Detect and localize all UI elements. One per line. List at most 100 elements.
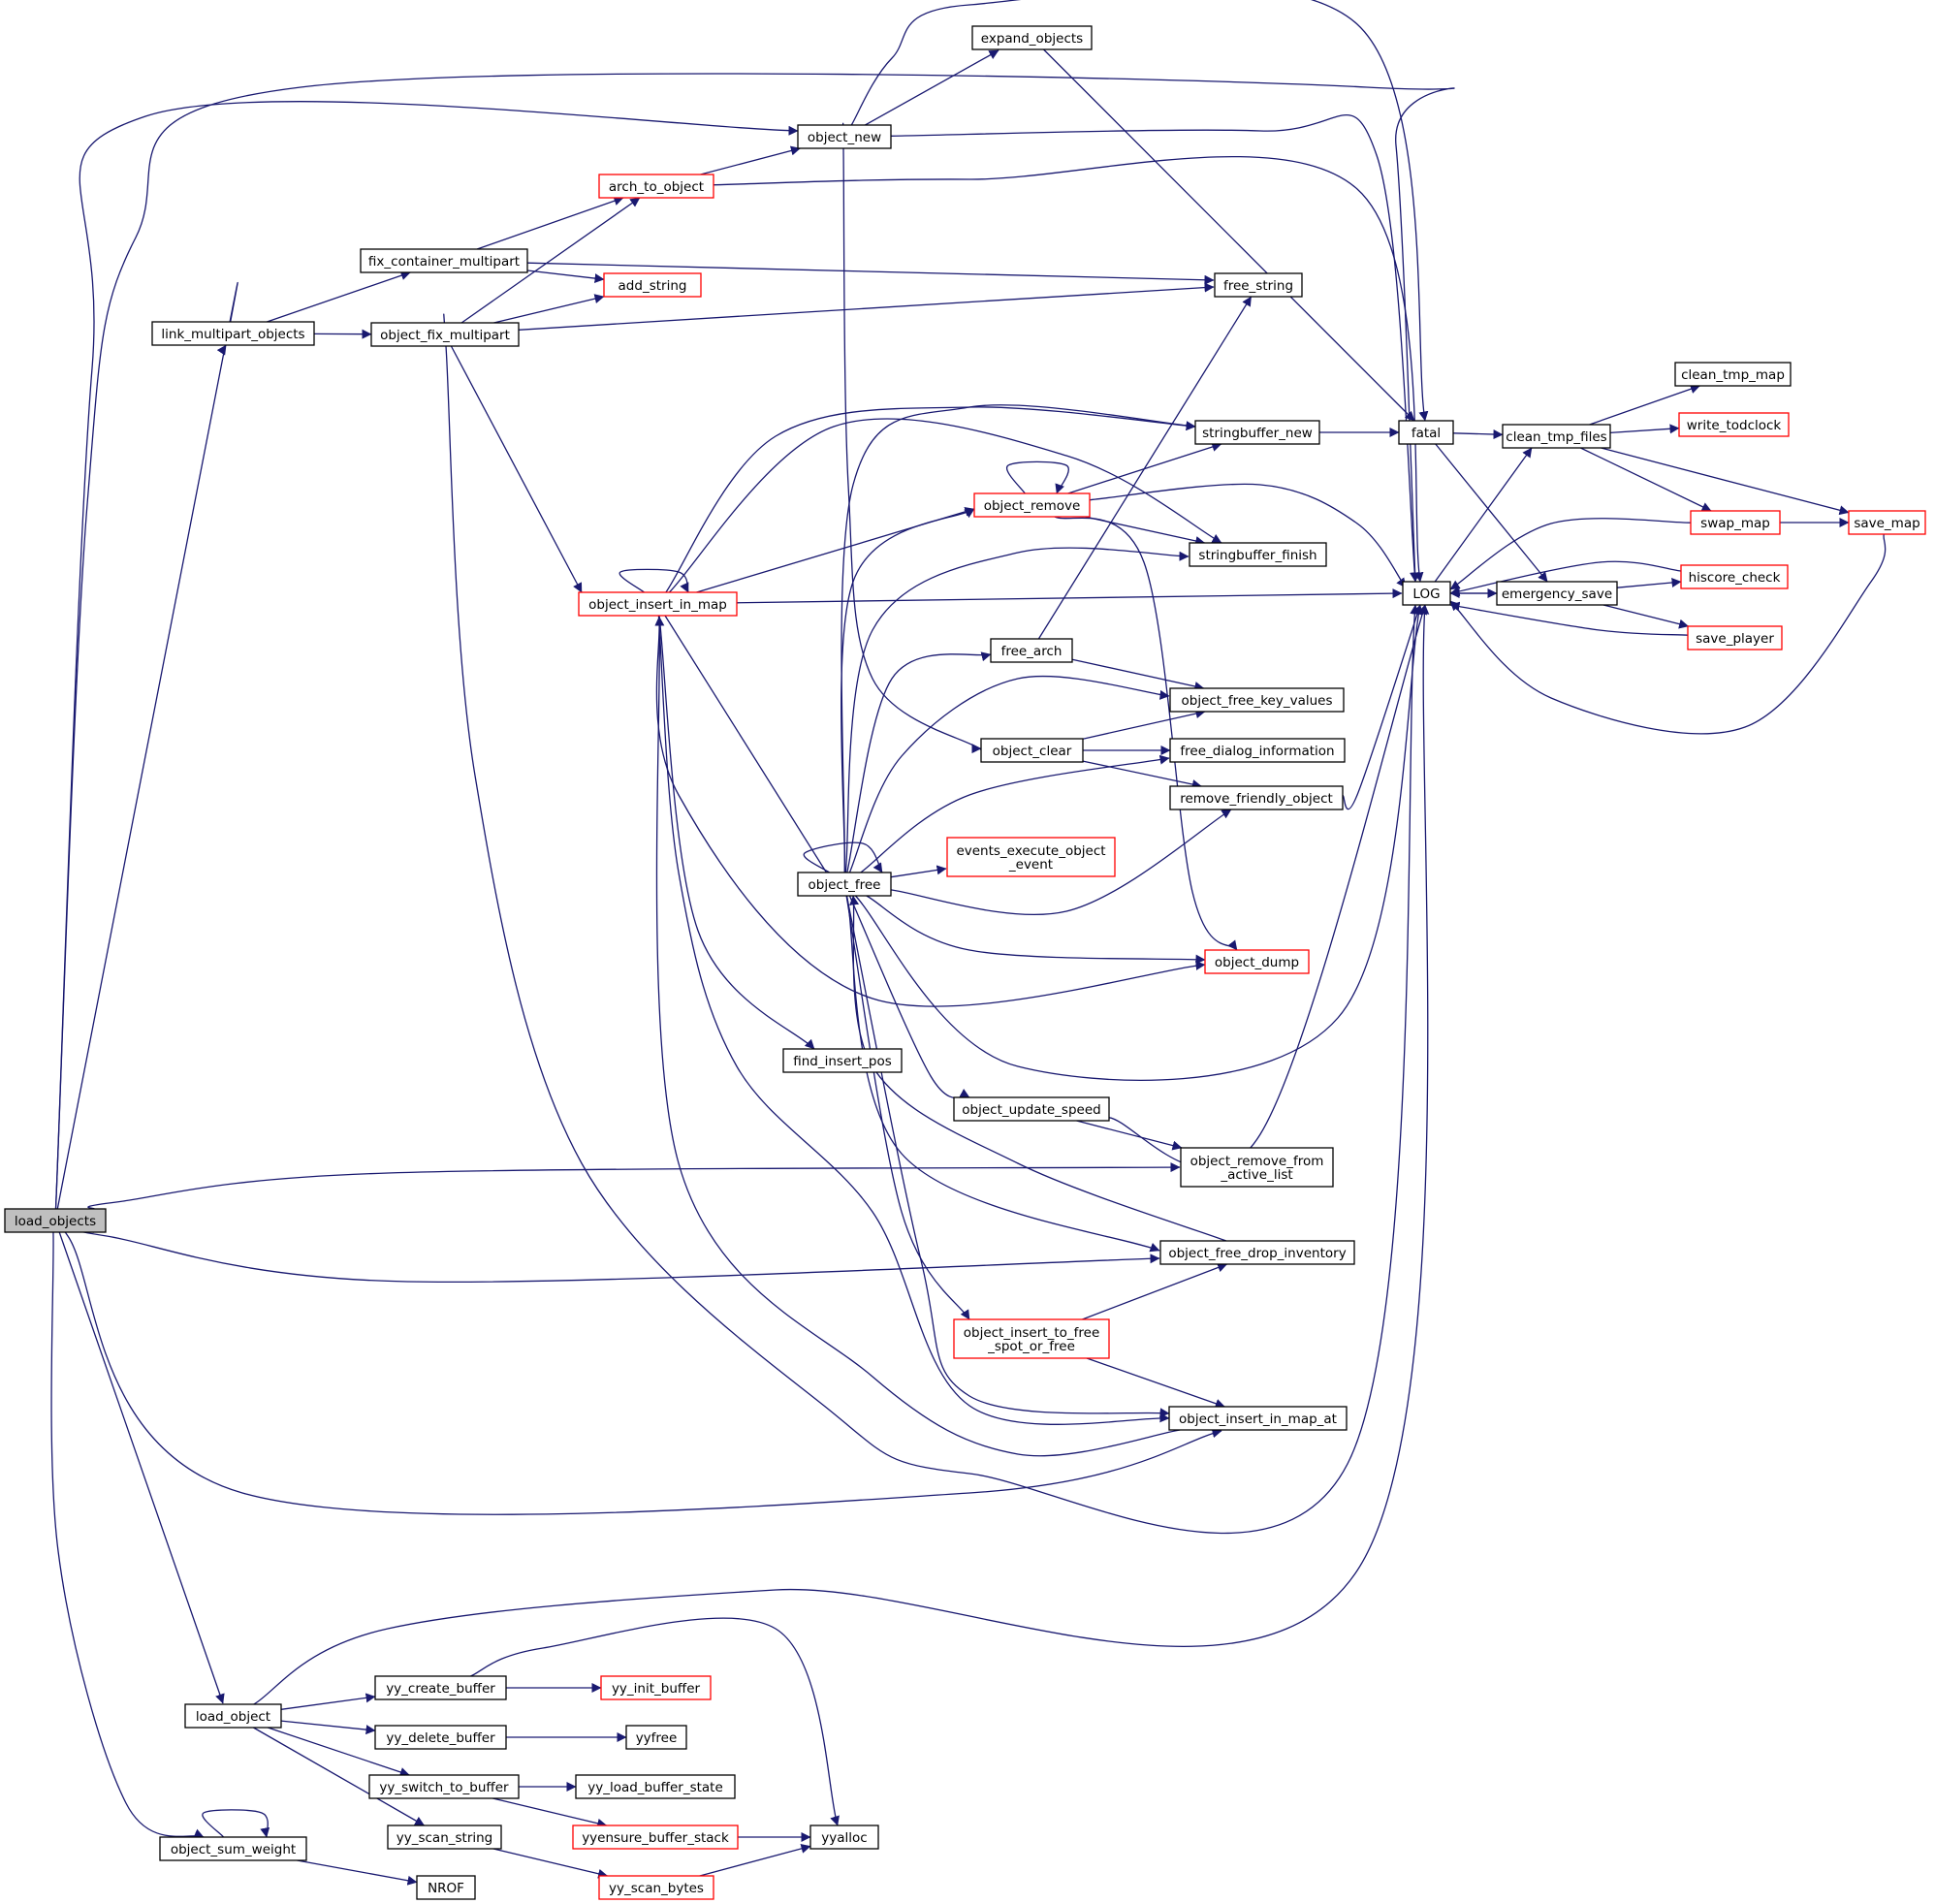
node-box: [797, 872, 892, 897]
edge-yy-create-buffer-to-yyalloc: [470, 1617, 840, 1826]
node-load-objects: load_objects: [4, 1208, 107, 1233]
edge-load-objects-to-LOG: [54, 73, 1455, 1210]
edge-object-free-to-remove-friendly-object: [890, 809, 1232, 915]
edge-object-free-to-object-remove: [841, 508, 975, 873]
node-box: [368, 1774, 520, 1799]
edge-object-free-to-object-free: [803, 841, 883, 873]
edge-object-new-to-object-clear: [841, 122, 989, 754]
edge-fatal-to-clean-tmp-files: [1452, 429, 1504, 440]
edge-load-objects-to-object-insert-in-map-at: [53, 1215, 1222, 1515]
edge-object-free-to-LOG: [854, 604, 1424, 1081]
node-object-remove-from-active-list: object_remove_from_active_list: [1180, 1147, 1334, 1188]
node-box: [603, 272, 702, 298]
node-box: [1204, 949, 1310, 974]
edge-object-update-speed-to-LOG: [1108, 604, 1427, 1170]
node-hiscore-check: hiscore_check: [1680, 564, 1789, 589]
edge-object-remove-to-object-remove: [1005, 460, 1069, 494]
edge-load-objects-to-link-multipart-objects: [56, 281, 238, 1210]
node-label: _spot_or_free: [987, 1339, 1075, 1354]
node-remove-friendly-object: remove_friendly_object: [1169, 785, 1344, 810]
edge-object-insert-in-map-to-object-insert-in-map: [619, 568, 689, 593]
edge-object-sum-weight-to-NROF: [297, 1859, 418, 1886]
edge-object-insert-in-map-to-object-dump: [655, 615, 1206, 1007]
node-box: [151, 321, 315, 346]
edge-object-sum-weight-to-object-sum-weight: [202, 1809, 270, 1838]
edge-object-update-speed-to-object-remove-from-active-list: [1076, 1120, 1183, 1151]
edge-object-free-to-object-insert-in-map-at: [845, 895, 1170, 1418]
edge-object-fix-multipart-to-arch-to-object: [460, 197, 641, 324]
node-object-fix-multipart: object_fix_multipart: [370, 322, 520, 347]
edge-object-new-to-fatal: [850, 0, 1429, 422]
edge-save-map-to-LOG: [1449, 533, 1887, 735]
node-find-insert-pos: find_insert_pos: [782, 1048, 903, 1073]
edge-fix-container-multipart-to-arch-to-object: [476, 196, 624, 250]
node-box: [946, 837, 1116, 877]
node-label: object_insert_in_map: [588, 597, 727, 613]
edge-load-object-to-yy-delete-buffer: [280, 1720, 376, 1735]
edge-object-insert-to-free-spot-or-free-to-object-insert-in-map-at: [1086, 1357, 1225, 1409]
edge-load-objects-to-object-sum-weight: [50, 1211, 205, 1838]
edge-yy-switch-to-buffer-to-yyensure-buffer-stack: [492, 1797, 608, 1828]
node-object-insert-in-map-at: object_insert_in_map_at: [1168, 1406, 1348, 1431]
node-label: hiscore_check: [1689, 570, 1781, 586]
edge-load-object-to-LOG: [253, 604, 1430, 1705]
nodes-layer: load_objectslink_multipart_objectsfix_co…: [4, 25, 1926, 1900]
node-write-todclock: write_todclock: [1678, 412, 1790, 437]
edge-fix-container-multipart-to-add-string: [526, 270, 605, 284]
node-label: yyensure_buffer_stack: [582, 1830, 729, 1846]
node-box: [159, 1836, 307, 1861]
node-yy-switch-to-buffer: yy_switch_to_buffer: [368, 1774, 520, 1799]
node-label: yy_create_buffer: [386, 1681, 495, 1697]
node-fix-container-multipart: fix_container_multipart: [360, 248, 528, 273]
node-box: [1690, 510, 1781, 535]
node-label: emergency_save: [1502, 587, 1612, 602]
node-arch-to-object: arch_to_object: [598, 174, 714, 199]
edge-hiscore-check-to-LOG: [1449, 560, 1682, 596]
node-swap-map: swap_map: [1690, 510, 1781, 535]
node-yyalloc: yyalloc: [809, 1825, 879, 1850]
node-box: [1674, 362, 1792, 387]
edge-object-insert-in-map-to-LOG: [736, 588, 1403, 604]
edge-remove-friendly-object-to-LOG: [1342, 604, 1422, 810]
edge-clean-tmp-files-to-save-map: [1601, 447, 1850, 516]
node-box: [1189, 542, 1327, 567]
node-label: object_clear: [993, 744, 1072, 759]
node-box: [809, 1825, 879, 1850]
node-yy-init-buffer: yy_init_buffer: [600, 1675, 712, 1700]
edge-object-clear-to-remove-friendly-object: [1082, 760, 1202, 789]
edge-object-fix-multipart-to-object-insert-in-map: [450, 345, 583, 593]
edge-load-object-to-yy-switch-to-buffer: [268, 1727, 410, 1777]
node-box: [1687, 625, 1783, 651]
node-label: free_dialog_information: [1180, 744, 1334, 759]
edge-clean-tmp-files-to-clean-tmp-map: [1589, 384, 1700, 426]
node-free-arch: free_arch: [990, 638, 1073, 663]
edge-object-insert-in-map-to-object-insert-in-map-at: [657, 615, 1170, 1425]
node-box: [374, 1725, 507, 1750]
node-box: [572, 1825, 739, 1850]
node-box: [1678, 412, 1790, 437]
node-yyfree: yyfree: [625, 1725, 687, 1750]
edge-object-free-to-object-free-drop-inventory: [845, 895, 1160, 1253]
node-box: [598, 1875, 714, 1900]
node-label: object_free_drop_inventory: [1168, 1246, 1346, 1261]
edge-swap-map-to-LOG: [1449, 518, 1692, 590]
node-label: fatal: [1412, 426, 1441, 441]
edge-load-objects-to-object-free-drop-inventory: [79, 1230, 1160, 1284]
node-box: [578, 591, 738, 617]
node-events-execute-object-event: events_execute_object_event: [946, 837, 1116, 877]
node-label: yy_scan_bytes: [609, 1881, 704, 1896]
edge-object-free-to-object-dump: [866, 895, 1206, 965]
node-load-object: load_object: [184, 1703, 282, 1729]
node-box: [953, 1318, 1110, 1359]
node-label: LOG: [1412, 587, 1440, 602]
node-label: clean_tmp_map: [1681, 367, 1785, 383]
edge-LOG-to-clean-tmp-files: [1434, 447, 1533, 583]
node-label: load_objects: [15, 1214, 96, 1229]
edge-yy-scan-string-to-yy-scan-bytes: [492, 1848, 609, 1879]
edge-object-free-to-object-free-key-values: [848, 675, 1170, 873]
node-object-free-drop-inventory: object_free_drop_inventory: [1159, 1240, 1355, 1265]
node-box: [990, 638, 1073, 663]
node-box: [1502, 424, 1611, 449]
edge-object-free-to-object-insert-to-free-spot-or-free: [845, 895, 970, 1320]
node-add-string: add_string: [603, 272, 702, 298]
